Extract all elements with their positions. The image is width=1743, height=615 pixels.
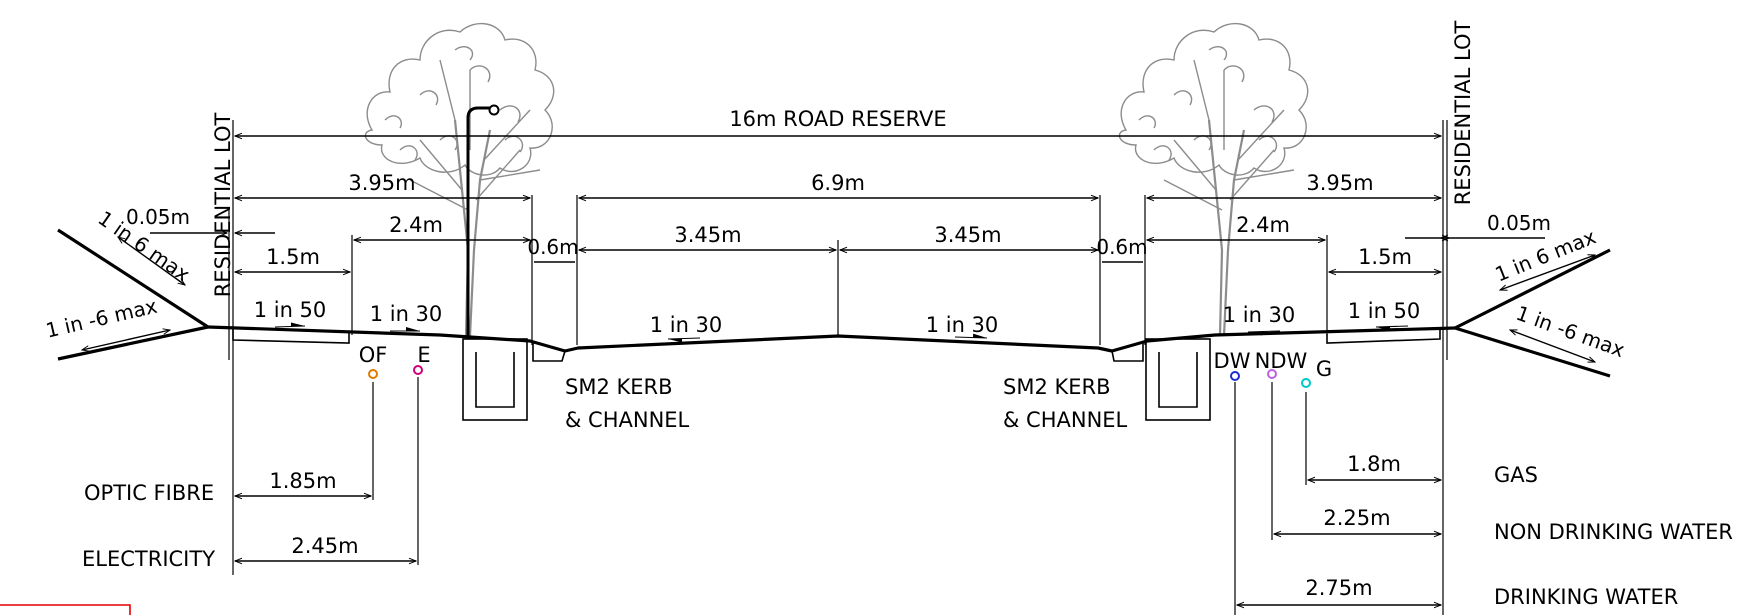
kerb-right	[1111, 343, 1144, 362]
batter-down-left-label: 1 in -6 max	[43, 294, 159, 343]
non-drinking-water-label: NON DRINKING WATER	[1494, 520, 1733, 544]
kerb-left	[532, 343, 566, 362]
drinking-water-label: DRINKING WATER	[1494, 585, 1678, 609]
optic-fibre-offset-label: 1.85m	[269, 469, 336, 493]
offset-right-label: 0.05m	[1487, 211, 1551, 235]
optic-fibre-label: OPTIC FIBRE	[84, 481, 214, 505]
dw-tag: DW	[1214, 349, 1251, 373]
nature-strip-left-label: 2.4m	[389, 213, 443, 237]
drawing-frame	[0, 604, 131, 615]
gas-marker-icon	[1301, 378, 1311, 388]
grade-verge-left-label: 1 in 30	[370, 302, 443, 326]
drinking-water-marker-icon	[1230, 371, 1240, 381]
kerb-right-width-label: 0.6m	[1096, 235, 1147, 259]
verge-left-label: 3.95m	[348, 171, 415, 195]
tree-pit-left	[462, 338, 528, 421]
offset-left-label: 0.05m	[126, 205, 190, 229]
drinking-water-offset-label: 2.75m	[1305, 576, 1372, 600]
ndw-tag: NDW	[1255, 349, 1308, 373]
gas-offset-label: 1.8m	[1347, 452, 1401, 476]
electricity-label: ELECTRICITY	[82, 547, 215, 571]
path-right-label: 1.5m	[1358, 245, 1412, 269]
grade-path-right-label: 1 in 50	[1348, 299, 1421, 323]
of-tag: OF	[359, 343, 388, 367]
gas-label: GAS	[1494, 463, 1538, 487]
path-left-label: 1.5m	[266, 245, 320, 269]
electricity-offset-label: 2.45m	[291, 534, 358, 558]
road-reserve-label: 16m ROAD RESERVE	[729, 107, 946, 131]
kerb-left-width-label: 0.6m	[527, 235, 578, 259]
verge-right-label: 3.95m	[1306, 171, 1373, 195]
kerb-left-label-line1: SM2 KERB	[565, 375, 673, 399]
non-drinking-water-offset-label: 2.25m	[1323, 506, 1390, 530]
g-tag: G	[1316, 357, 1332, 381]
lane-right-label: 3.45m	[934, 223, 1001, 247]
optic-fibre-marker-icon	[368, 369, 378, 379]
e-tag: E	[417, 343, 430, 367]
tree-left-icon	[364, 22, 555, 337]
kerb-right-label-line1: SM2 KERB	[1003, 375, 1111, 399]
electricity-marker-icon	[413, 365, 423, 375]
residential-lot-right-label: RESIDENTIAL LOT	[1451, 21, 1475, 206]
grade-path-left-label: 1 in 50	[254, 298, 327, 322]
grade-verge-right-label: 1 in 30	[1223, 303, 1296, 327]
tree-right-icon	[1118, 22, 1309, 337]
lane-left-label: 3.45m	[674, 223, 741, 247]
grade-lane-right-label: 1 in 30	[926, 313, 999, 337]
grade-lane-left-label: 1 in 30	[650, 313, 723, 337]
kerb-right-label-line2: & CHANNEL	[1003, 408, 1128, 432]
nature-strip-right-label: 2.4m	[1236, 213, 1290, 237]
street-light-icon	[466, 104, 500, 336]
carriageway-label: 6.9m	[811, 171, 865, 195]
kerb-left-label-line2: & CHANNEL	[565, 408, 690, 432]
tree-pit-right	[1145, 338, 1211, 421]
residential-lot-left-label: RESIDENTIAL LOT	[211, 113, 235, 298]
non-drinking-water-marker-icon	[1267, 369, 1277, 379]
